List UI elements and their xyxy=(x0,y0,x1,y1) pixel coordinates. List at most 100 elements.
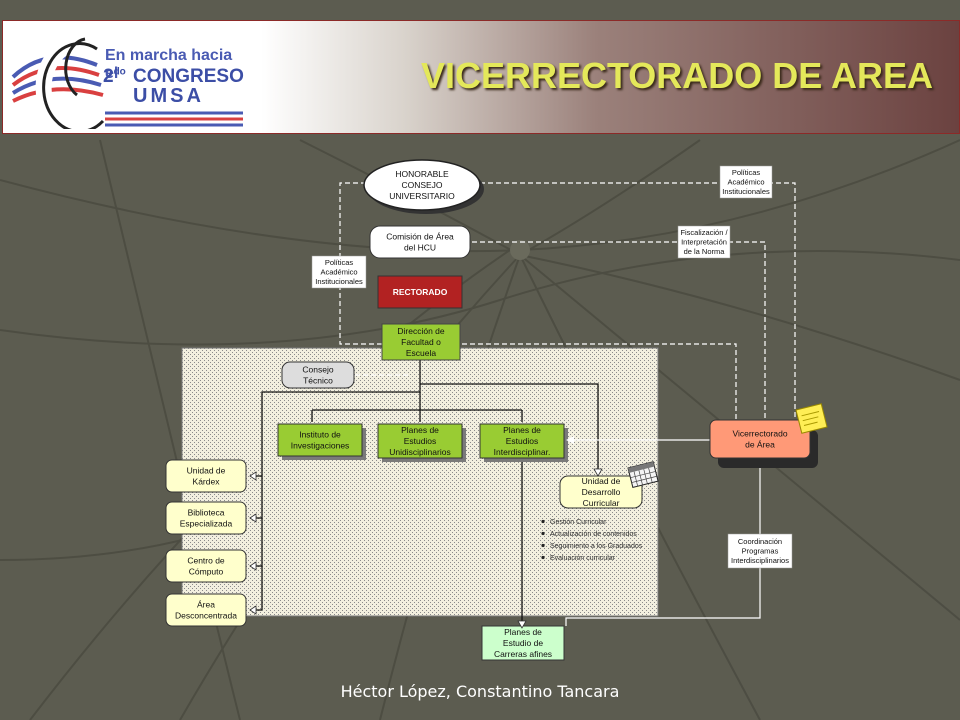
node-planes-unidisciplinarios-text: Estudios xyxy=(404,436,437,446)
node-consejo-tecnico-text: Técnico xyxy=(303,375,333,385)
node-vicerrectorado-text: de Área xyxy=(745,439,775,449)
bullet-dot-icon xyxy=(541,531,545,536)
node-planes-carreras-afines-text: Carreras afines xyxy=(494,649,552,659)
page-title: VICERRECTORADO DE AREA xyxy=(420,55,933,96)
bullet-item: Evaluación curricular xyxy=(541,555,616,562)
bullet-item: Actualización de contenidos xyxy=(541,531,637,538)
label-politicas-top-text: Institucionales xyxy=(722,187,770,196)
node-direccion-facultad-text: Escuela xyxy=(406,348,437,358)
node-comision-hcu-text: del HCU xyxy=(404,242,436,252)
node-hcu-text: CONSEJO xyxy=(401,180,442,190)
label-politicas-left-text: Institucionales xyxy=(315,277,363,286)
bullet-text: Evaluación curricular xyxy=(550,555,616,562)
node-consejo-tecnico-text: Consejo xyxy=(302,364,333,374)
arrowhead-icon xyxy=(249,605,257,615)
node-area-desconcentrada-text: Desconcentrada xyxy=(175,610,237,620)
label-politicas-top-text: Académico xyxy=(727,178,764,187)
bullet-dot-icon xyxy=(541,543,545,548)
node-planes-carreras-afines-text: Estudio de xyxy=(503,638,543,648)
node-biblioteca-especializada-text: Biblioteca xyxy=(188,507,225,517)
node-centro-computo-text: Centro de xyxy=(187,555,225,565)
node-comision-hcu-text: Comisión de Área xyxy=(386,231,454,241)
node-planes-interdisciplinarios-text: Estudios xyxy=(506,436,539,446)
node-direccion-facultad-text: Facultad o xyxy=(401,337,441,347)
header-banner: En marcha hacia el 2do CONGRESO UMSA VIC… xyxy=(2,20,960,134)
node-hcu-text: HONORABLE xyxy=(395,169,449,179)
logo-swoosh-icon xyxy=(11,35,109,129)
node-unidad-desarrollo-curricular-text: Desarrollo xyxy=(582,487,621,497)
label-coordinacion-text: Interdisciplinarios xyxy=(731,556,789,565)
arrowhead-icon xyxy=(249,561,257,571)
sticky-note-icon xyxy=(795,403,828,434)
node-planes-unidisciplinarios-text: Unidisciplinarios xyxy=(389,447,450,457)
arrowhead-icon xyxy=(249,471,257,481)
bullet-text: Gestión Curricular xyxy=(550,519,607,526)
bullet-item: Seguimiento a los Graduados xyxy=(541,543,643,550)
node-biblioteca-especializada-text: Especializada xyxy=(180,518,233,528)
node-vicerrectorado-text: Vicerrectorado xyxy=(732,428,787,438)
node-planes-interdisciplinarios-text: Interdisciplinar. xyxy=(494,447,551,457)
label-fiscalizacion-text: Interpretación xyxy=(681,238,727,247)
node-rectorado-text: RECTORADO xyxy=(393,287,448,297)
arrowhead-icon xyxy=(249,513,257,523)
node-instituto-investigaciones-text: Instituto de xyxy=(299,429,341,439)
logo-text-congreso: CONGRESO xyxy=(133,66,244,87)
arrowhead-icon xyxy=(593,468,603,477)
node-area-desconcentrada-text: Área xyxy=(197,599,215,609)
label-politicas-left-text: Académico xyxy=(320,268,357,277)
bullet-dot-icon xyxy=(541,555,545,560)
logo-ordinal-suffix: do xyxy=(113,66,126,78)
label-politicas-top-text: Políticas xyxy=(732,168,761,177)
bullet-text: Actualización de contenidos xyxy=(550,531,637,538)
node-hcu-text: UNIVERSITARIO xyxy=(389,191,455,201)
logo-text-umsa: UMSA xyxy=(133,85,204,107)
label-coordinacion-text: Coordinación xyxy=(738,537,782,546)
bullet-dot-icon xyxy=(541,519,545,524)
logo-ordinal: 2do xyxy=(103,66,126,88)
bullet-text: Seguimiento a los Graduados xyxy=(550,543,643,550)
node-planes-carreras-afines-text: Planes de xyxy=(504,627,542,637)
logo-ordinal-number: 2 xyxy=(103,66,114,87)
node-planes-unidisciplinarios-text: Planes de xyxy=(401,425,439,435)
node-planes-interdisciplinarios-text: Planes de xyxy=(503,425,541,435)
node-rectorado: RECTORADO xyxy=(377,275,463,309)
label-coordinacion-text: Programas xyxy=(742,547,779,556)
congress-logo: En marcha hacia el 2do CONGRESO UMSA xyxy=(7,25,247,129)
bullet-item: Gestión Curricular xyxy=(541,519,607,526)
logo-text-tagline: En marcha hacia el xyxy=(105,47,233,82)
arrowhead-icon xyxy=(566,436,574,444)
node-instituto-investigaciones-text: Investigaciones xyxy=(291,440,350,450)
node-unidad-kardex-text: Kárdex xyxy=(193,476,221,486)
arrowhead-icon xyxy=(517,620,527,629)
footer-authors: Héctor López, Constantino Tancara xyxy=(340,682,620,701)
calendar-icon xyxy=(627,461,659,489)
label-fiscalizacion-text: de la Norma xyxy=(684,247,726,256)
label-politicas-left-text: Políticas xyxy=(325,258,354,267)
label-fiscalizacion-text: Fiscalización / xyxy=(680,228,728,237)
node-direccion-facultad-text: Dirección de xyxy=(397,326,445,336)
node-unidad-desarrollo-curricular-text: Unidad de xyxy=(582,476,621,486)
solid-connectors xyxy=(250,360,599,628)
node-unidad-kardex-text: Unidad de xyxy=(187,465,226,475)
node-unidad-desarrollo-curricular-text: Curricular xyxy=(583,498,620,508)
node-centro-computo-text: Cómputo xyxy=(189,566,224,576)
